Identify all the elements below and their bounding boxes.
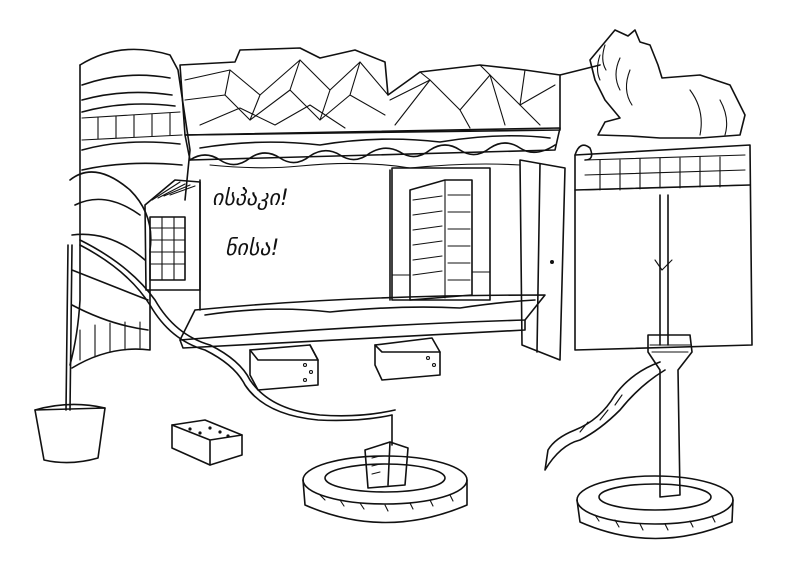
counter [179,294,546,349]
flag-pot [34,244,106,464]
counter-bricks [249,337,441,391]
sign-line-2: ნისა! [225,236,279,261]
kiosk-body: ისპაკი! ნისა! [199,169,391,311]
tire-right [544,334,734,540]
hanging-wire [79,239,396,422]
striped-tower [69,48,191,369]
sign-line-1: ისპაკი! [212,186,289,211]
lion-statue [559,29,746,139]
side-house [144,179,201,291]
right-building [574,144,753,351]
ground-brick [171,419,243,466]
tire-center [302,414,468,524]
mosaic-roof [179,47,561,136]
window-with-tower [391,167,491,301]
wavy-awning [184,127,561,169]
open-door [519,159,566,361]
